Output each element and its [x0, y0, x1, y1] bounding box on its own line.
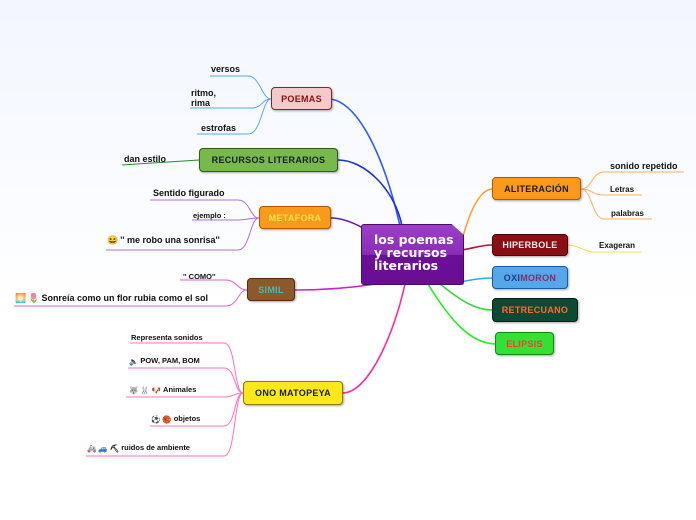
leaf-ejemplo[interactable]: ejemplo :	[193, 211, 226, 220]
leaf-ritmo-line-1: ritmo,	[191, 88, 217, 98]
leaf-representa-sonidos[interactable]: Representa sonidos	[131, 333, 203, 342]
basketball-icon: 🏀	[162, 414, 172, 424]
leaf-exageran[interactable]: Exageran	[599, 241, 636, 250]
edge-aliteracion	[461, 188, 493, 241]
leaf-pow[interactable]: 🔈POW, PAM, BOM	[129, 356, 200, 366]
leaf-palabras[interactable]: palabras	[611, 209, 644, 218]
edge-retrecuano	[439, 283, 493, 311]
oximoron-part-2: MORON	[520, 272, 557, 283]
leaf-pow-text: POW, PAM, BOM	[140, 356, 200, 365]
node-elipsis[interactable]: ELIPSIS	[495, 332, 554, 355]
leaf-ritmo[interactable]: ritmo, rima	[191, 88, 216, 108]
node-poemas[interactable]: POEMAS	[271, 87, 332, 110]
edge-simil	[294, 283, 377, 291]
leaf-ritmo-line-2: rima	[191, 98, 211, 108]
leaf-objetos[interactable]: ⚽🏀objetos	[151, 414, 200, 424]
leaf-sentido-figurado[interactable]: Sentido figurado	[153, 188, 225, 198]
leaf-ruidos-ambiente[interactable]: 🚑🚙⛏ruidos de ambiente	[87, 443, 190, 453]
leaf-estrofas[interactable]: estrofas	[201, 123, 237, 133]
node-onomatopeya[interactable]: ONO MATOPEYA	[243, 381, 343, 405]
ambulance-icon: 🚑	[87, 443, 97, 453]
flower-icon: 🌷	[28, 293, 40, 304]
edge-metafora	[330, 217, 364, 229]
leaf-robo-sonrisa[interactable]: 😆'' me robo una sonrisa''	[107, 235, 220, 246]
node-simil[interactable]: SIMIL	[247, 278, 295, 301]
leaf-como[interactable]: '' COMO''	[183, 272, 216, 281]
node-hiperbole[interactable]: HIPERBOLE	[492, 234, 568, 256]
edge-onomatopeya	[342, 283, 406, 394]
leaf-sonido-repetido[interactable]: sonido repetido	[610, 161, 678, 171]
speaker-icon: 🔈	[129, 356, 139, 366]
node-retrecuano[interactable]: RETRECUANO	[492, 298, 578, 322]
dog-icon: 🐶	[151, 385, 162, 395]
central-topic[interactable]: los poemas y recursos literarios	[361, 224, 464, 285]
soccer-ball-icon: ⚽	[151, 414, 161, 424]
leaf-animales[interactable]: 🐺🐰🐶Animales	[129, 385, 196, 395]
rabbit-icon: 🐰	[140, 385, 150, 395]
leaf-robo-text: '' me robo una sonrisa''	[120, 235, 220, 245]
laugh-icon: 😆	[107, 235, 119, 246]
node-recursos-literarios[interactable]: RECURSOS LITERARIOS	[199, 148, 338, 172]
leaf-sonreia[interactable]: 🌅🌷Sonreía como un flor rubia como el sol	[15, 293, 208, 304]
car-icon: 🚙	[98, 443, 108, 453]
wolf-icon: 🐺	[129, 385, 139, 395]
leaf-letras[interactable]: Letras	[610, 185, 635, 194]
sunrise-icon: 🌅	[15, 293, 27, 304]
node-aliteracion[interactable]: ALITERACIÓN	[492, 177, 581, 200]
leaf-ruidos-text: ruidos de ambiente	[121, 443, 190, 452]
edge-elipsis	[427, 283, 496, 345]
edge-recursos	[337, 159, 403, 227]
leaf-sonreia-text: Sonreía como un flor rubia como el sol	[41, 293, 208, 303]
edge-hiperbole	[461, 244, 493, 251]
oximoron-part-1: OXI	[503, 272, 521, 283]
central-line-3: literarios	[374, 258, 439, 273]
leaf-versos[interactable]: versos	[211, 64, 241, 74]
pickaxe-icon: ⛏	[109, 443, 120, 453]
leaf-animales-text: Animales	[163, 385, 197, 394]
central-line-1: los poemas	[374, 232, 454, 247]
node-metafora[interactable]: METAFORA	[259, 206, 331, 229]
leaf-dan-estilo[interactable]: dan estilo	[124, 154, 167, 164]
edge-poemas	[330, 98, 401, 227]
central-line-2: y recursos	[374, 245, 448, 260]
leaf-objetos-text: objetos	[173, 414, 201, 423]
